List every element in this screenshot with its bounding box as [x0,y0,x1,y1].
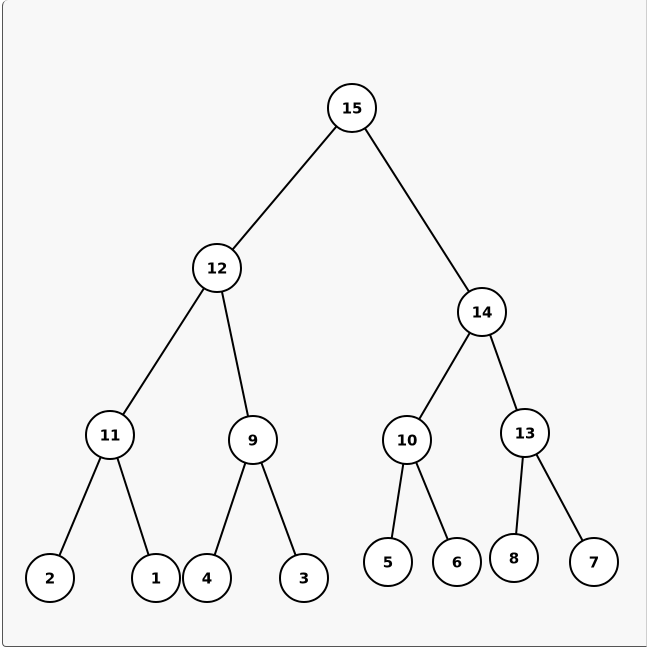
tree-node-15: 15 [327,83,377,133]
tree-edge-12-11 [109,267,218,436]
node-circle [85,410,135,460]
node-label: 4 [202,570,212,588]
node-circle [182,553,232,603]
node-circle [457,287,507,337]
tree-node-12: 12 [192,243,242,293]
node-circle [382,415,432,465]
node-circle [192,243,242,293]
node-label: 9 [248,432,258,450]
node-circle [228,415,278,465]
node-label: 3 [299,570,309,588]
node-label: 8 [509,550,519,568]
tree-edge-12-9 [216,267,254,441]
node-label: 7 [589,554,599,572]
tree-edge-15-12 [216,107,353,269]
tree-node-11: 11 [85,410,135,460]
tree-node-6: 6 [432,537,482,587]
tree-node-13: 13 [500,408,550,458]
node-label: 6 [452,554,462,572]
node-circle [489,533,539,583]
node-label: 12 [207,260,228,278]
node-label: 1 [151,570,161,588]
node-label: 2 [45,570,55,588]
tree-edge-11-1 [109,434,157,579]
tree-node-7: 7 [569,537,619,587]
node-circle [279,553,329,603]
tree-node-8: 8 [489,533,539,583]
tree-node-1: 1 [131,553,181,603]
node-label: 5 [383,554,393,572]
tree-edge-11-2 [49,434,111,579]
node-circle [569,537,619,587]
tree-node-14: 14 [457,287,507,337]
node-label: 13 [515,425,536,443]
node-label: 14 [472,304,493,322]
tree-edge-15-14 [351,107,483,313]
node-label: 15 [342,100,363,118]
node-circle [25,553,75,603]
node-label: 10 [397,432,418,450]
node-circle [432,537,482,587]
tree-node-4: 4 [182,553,232,603]
node-circle [327,83,377,133]
node-circle [500,408,550,458]
node-circle [363,537,413,587]
tree-node-10: 10 [382,415,432,465]
tree-node-9: 9 [228,415,278,465]
tree-node-5: 5 [363,537,413,587]
tree-node-2: 2 [25,553,75,603]
tree-node-3: 3 [279,553,329,603]
node-circle [131,553,181,603]
tree-edges [49,107,595,579]
node-label: 11 [100,427,121,445]
